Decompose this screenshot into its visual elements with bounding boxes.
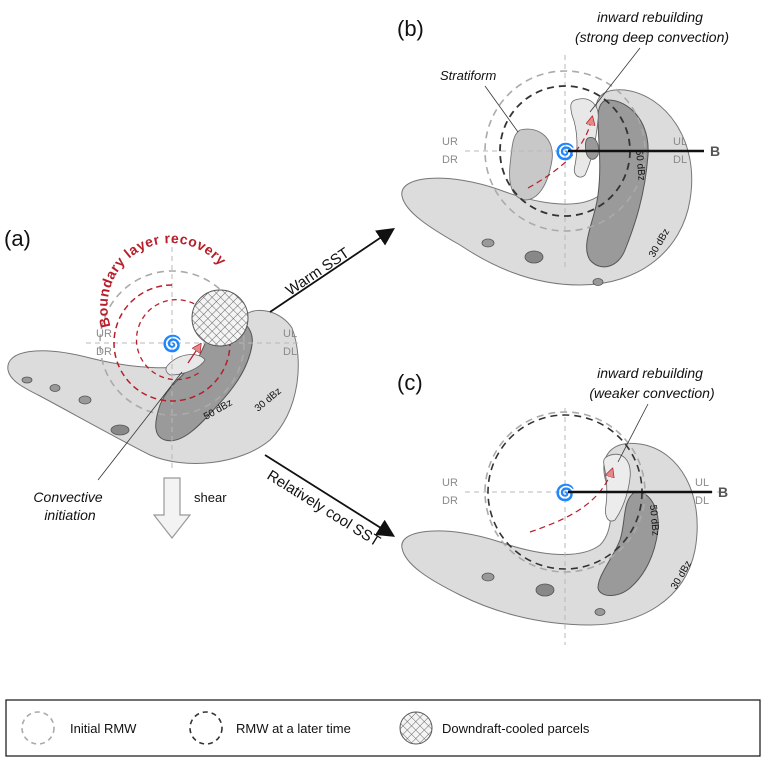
panel-c-storm-symbol: 🌀	[555, 483, 575, 502]
panel-c-title: inward rebuilding (weaker convection)	[589, 365, 714, 401]
warm-sst-label: Warm SST	[283, 245, 353, 300]
legend-downdraft-icon	[399, 711, 433, 745]
panel-b-50dbz-label: 50 dBz	[633, 149, 647, 181]
panel-c-ur: UR	[442, 477, 458, 489]
legend-initial-rmw-icon	[21, 711, 55, 745]
legend-initial-rmw: Initial RMW	[70, 721, 137, 736]
panel-a-ul: UL	[283, 328, 297, 340]
panel-c-section-label: B	[718, 484, 728, 500]
panel-a-dl: DL	[283, 346, 297, 358]
panel-b-red-arrow	[527, 118, 592, 189]
panel-c-echo-cell	[535, 583, 555, 597]
cool-sst-label: Relatively cool SST	[264, 467, 383, 550]
panel-b-title: inward rebuilding (strong deep convectio…	[575, 9, 729, 45]
warm-sst-arrow	[269, 227, 395, 313]
panel-b-echo-cell	[524, 250, 544, 264]
panel-a-echo-cell	[21, 376, 33, 384]
panel-c-dl: DL	[695, 495, 709, 507]
panel-a-ur: UR	[96, 328, 112, 340]
panel-b: (b) inward rebuilding (strong deep conve…	[397, 9, 729, 286]
panel-a-echo-cell	[78, 395, 92, 405]
panel-a-echo-cell	[49, 384, 61, 392]
panel-c-red-arrow	[529, 470, 612, 533]
panel-a-shear-label: shear	[194, 490, 227, 505]
panel-b-ul: UL	[673, 136, 687, 148]
panel-c-echo-cell	[594, 608, 606, 616]
panel-b-storm-symbol: 🌀	[555, 142, 575, 161]
legend-later-rmw: RMW at a later time	[236, 721, 351, 736]
panel-a-red-arrow	[187, 345, 200, 364]
panel-b-section-label: B	[710, 143, 720, 159]
legend-later-rmw-icon	[189, 711, 223, 745]
panel-a-label: (a)	[4, 226, 31, 251]
panel-c-label: (c)	[397, 370, 423, 395]
panel-b-stratiform-label: Stratiform	[440, 68, 497, 83]
panel-b-label: (b)	[397, 16, 424, 41]
panel-c-dr: DR	[442, 495, 458, 507]
panel-a: (a) 🌀 UR DR UL DL Boundar	[4, 226, 300, 539]
panel-b-dl: DL	[673, 154, 687, 166]
panel-a-downdraft-parcels	[191, 289, 249, 347]
panel-a-echo-cell	[110, 424, 130, 436]
panel-b-echo-cell	[592, 278, 604, 286]
panel-c-echo-cell	[481, 572, 495, 582]
panel-b-inner-cell	[585, 137, 599, 160]
panel-a-initial-rmw	[99, 270, 245, 416]
panel-b-echo-cell	[481, 238, 495, 248]
panel-c-50dbz-region	[597, 491, 659, 596]
panel-c-ul: UL	[695, 477, 709, 489]
legend: Initial RMW RMW at a later time Downdraf…	[5, 699, 761, 757]
cool-sst-arrow	[264, 454, 396, 537]
panel-c: (c) inward rebuilding (weaker convection…	[397, 365, 728, 645]
panel-a-shear-arrow	[152, 477, 192, 539]
panel-b-dr: DR	[442, 154, 458, 166]
panel-c-50dbz-label: 50 dBz	[647, 504, 661, 536]
panel-a-storm-symbol: 🌀	[162, 334, 182, 353]
panel-b-stratiform-region	[509, 128, 553, 201]
panel-a-convective-initiation: Convective initiation	[33, 489, 106, 523]
panel-a-recovery-outer	[113, 284, 231, 402]
panel-b-ur: UR	[442, 136, 458, 148]
panel-a-convective-cell	[165, 354, 206, 376]
legend-box	[5, 699, 761, 757]
panel-a-dr: DR	[96, 346, 112, 358]
panel-a-recovery-inner	[135, 298, 209, 381]
legend-downdraft: Downdraft-cooled parcels	[442, 721, 590, 736]
panel-b-convective-cell	[570, 98, 599, 178]
